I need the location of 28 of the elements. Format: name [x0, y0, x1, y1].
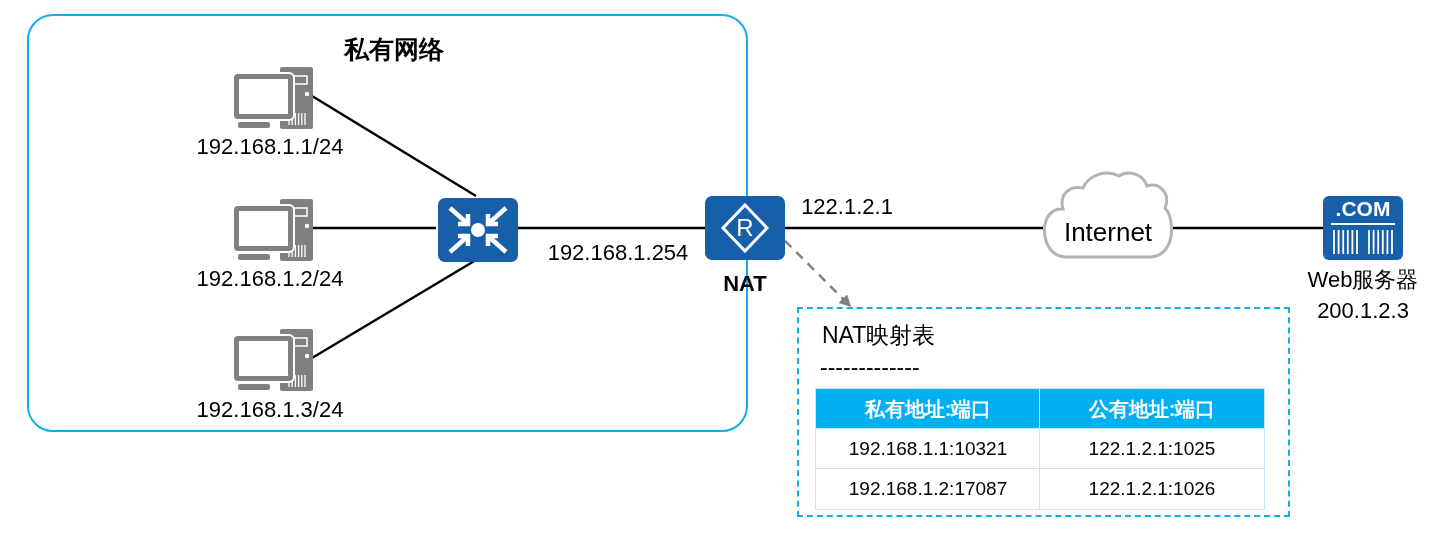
router-letter: R [736, 214, 754, 242]
connection-line [312, 226, 436, 230]
table-cell: 122.1.2.1:1026 [1039, 468, 1265, 510]
computer-icon [232, 67, 314, 129]
table-header-cell: 公有地址:端口 [1039, 388, 1265, 430]
dashed-arrow [784, 239, 853, 308]
ip-address-label: 192.168.1.3/24 [196, 397, 344, 423]
ip-address-label: 192.168.1.1/24 [196, 134, 344, 160]
ip-address-label: 192.168.1.2/24 [196, 266, 344, 292]
connection-line [1173, 226, 1323, 230]
router-tile [705, 196, 785, 260]
computer-icon [232, 199, 314, 261]
connection-line [785, 226, 1043, 230]
panel-title: NAT映射表 [822, 322, 936, 349]
ip-address-label: 200.1.2.3 [1317, 298, 1409, 324]
domain-label: .COM [1335, 197, 1391, 222]
table-cell: 192.168.1.1:10321 [815, 428, 1041, 470]
separator-text: ------------- [820, 354, 920, 381]
cloud-label: Internet [1063, 218, 1153, 248]
device-name-label: Web服务器 [1307, 267, 1419, 293]
table-cell: 122.1.2.1:1025 [1039, 428, 1265, 470]
switch-icon [438, 198, 518, 262]
table-header-cell: 私有地址:端口 [815, 388, 1041, 430]
computer-icon [232, 329, 314, 391]
group-title: 私有网络 [344, 35, 444, 64]
table-cell: 192.168.1.2:17087 [815, 468, 1041, 510]
server-tile [1323, 196, 1403, 260]
cloud-shape [1043, 168, 1173, 260]
